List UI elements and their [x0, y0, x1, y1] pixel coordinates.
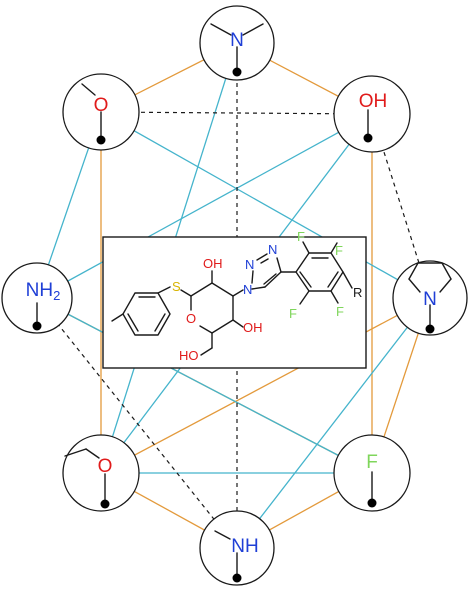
oh-right-label: OH: [243, 320, 263, 335]
attachment-point-dot: [425, 324, 435, 334]
core-molecule-structure: S OH O OH HO N N N: [102, 229, 367, 369]
edge-pyrrolidine-methylamine: [236, 297, 431, 549]
triazole-n3-label: N: [268, 242, 277, 257]
ho-bottom-label: HO: [179, 348, 199, 363]
node-label: O: [98, 456, 113, 477]
attachment-point-dot: [96, 135, 106, 145]
molecule-frame: [102, 236, 367, 369]
triazole-ring: [251, 253, 297, 290]
attachment-point-dot: [32, 321, 42, 331]
sulfur-atom-label: S: [172, 279, 181, 294]
triazole-n1-label: N: [243, 282, 252, 297]
node-label: N: [423, 289, 437, 310]
f-top-right-label: F: [335, 243, 343, 258]
triazole-n2-label: N: [245, 257, 254, 272]
node-hydroxyl: OH: [333, 75, 411, 153]
node-amine-nh2: NH2: [1, 262, 73, 334]
node-dimethylamine: N: [199, 5, 275, 81]
node-label: O: [94, 95, 109, 116]
edge-amine-hydroxyl: [36, 113, 373, 299]
f-top-left-label: F: [297, 229, 305, 244]
attachment-point-dot: [367, 498, 377, 508]
f-bottom-right-label: F: [336, 304, 344, 319]
attachment-point-dot: [232, 67, 242, 77]
oh-top-label: OH: [203, 256, 223, 271]
node-label-main: NH: [26, 280, 53, 301]
pentafluorophenyl-ring: [295, 241, 353, 305]
node-circle: [62, 434, 140, 512]
edge-amine-fluoro-blue: [36, 297, 373, 474]
tolyl-group: [111, 286, 171, 336]
edge-ethoxy-pyrrolidine: [100, 297, 431, 474]
attachment-point-dot: [100, 499, 110, 509]
sugar-ring: [190, 270, 244, 356]
node-circle: [1, 262, 73, 334]
node-ethoxy: O: [62, 434, 140, 512]
node-label-subscript: 2: [53, 288, 60, 303]
node-label: N: [230, 30, 244, 51]
node-label: NH2: [26, 280, 61, 303]
edge-amine-methylamine-dashed: [36, 297, 238, 549]
node-label: F: [366, 452, 378, 473]
ring-oxygen-label: O: [186, 311, 196, 326]
node-circle: [333, 75, 411, 153]
node-circle: [199, 510, 275, 586]
edge-methoxy-hydroxyl-dashed: [100, 111, 373, 115]
attachment-point-dot: [232, 573, 242, 583]
f-bottom-left-label: F: [289, 306, 297, 321]
node-circle: [199, 5, 275, 81]
node-methoxy: O: [62, 73, 140, 151]
node-fluoro: F: [333, 434, 411, 512]
tolyl-ring: [122, 292, 171, 336]
node-methylamine: NH: [199, 510, 275, 586]
edge-methoxy-pyrrolidine: [100, 111, 431, 299]
attachment-point-dot: [363, 133, 373, 143]
node-label: OH: [359, 91, 388, 112]
node-circle: [392, 260, 468, 336]
node-label: NH: [231, 536, 258, 557]
r-group-label: R: [353, 285, 362, 300]
node-pyrrolidine: N: [392, 260, 468, 336]
